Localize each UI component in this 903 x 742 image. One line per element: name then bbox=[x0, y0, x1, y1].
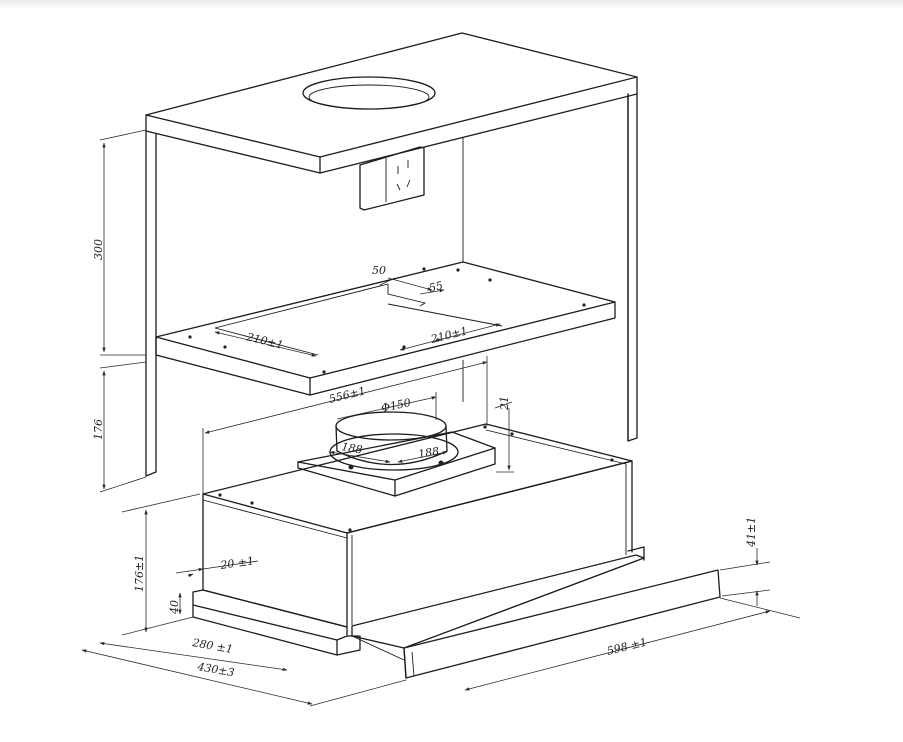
dim-flange-left: 188 bbox=[340, 440, 363, 456]
dim-front-lip: 40 bbox=[168, 600, 181, 615]
dim-depth-total: 430±3 bbox=[195, 660, 235, 679]
dim-cutout-left: 210±1 bbox=[244, 330, 284, 352]
dim-duct-diameter: Φ150 bbox=[380, 396, 412, 415]
dim-depth-inner: 280 ±1 bbox=[190, 636, 233, 656]
duct-collar bbox=[297, 411, 496, 497]
dim-duct-height: 21 bbox=[498, 396, 511, 411]
dim-flange-right: 188 bbox=[417, 445, 440, 461]
window-top-edge bbox=[0, 0, 903, 10]
dim-lower-gap: 176 bbox=[92, 419, 105, 440]
dim-width: 598 ±1 bbox=[606, 635, 649, 657]
dimension-lines bbox=[81, 129, 801, 707]
dim-hood-height: 176±1 bbox=[133, 555, 146, 592]
dim-cabinet-width: 556±1 bbox=[328, 384, 367, 406]
dim-offset-side: 55 bbox=[428, 279, 445, 295]
dim-front-step: 20 ±1 bbox=[219, 554, 255, 572]
cabinet-shelf bbox=[155, 261, 616, 396]
dim-offset-top: 50 bbox=[372, 264, 386, 277]
dim-slide-height: 41±1 bbox=[745, 517, 758, 548]
power-socket-icon bbox=[359, 146, 425, 211]
dim-cabinet-height: 300 bbox=[92, 239, 105, 260]
